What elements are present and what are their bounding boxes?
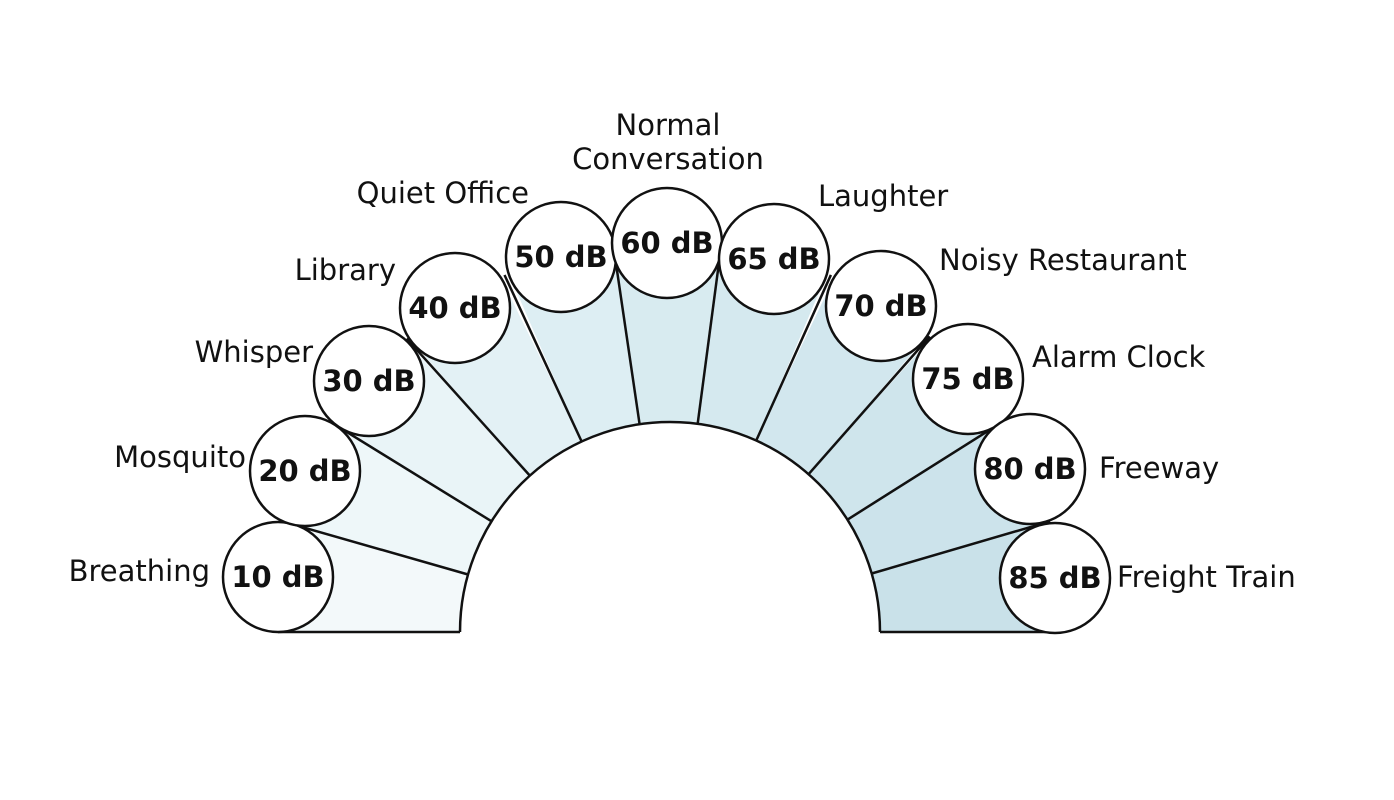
sound-label: Library	[295, 253, 396, 287]
center-half-disc	[460, 422, 880, 632]
sound-label-line: Laughter	[818, 179, 948, 213]
db-bubble-75db: 75 dB	[911, 322, 1025, 436]
sound-label: Alarm Clock	[1032, 340, 1206, 374]
bubble-circle	[998, 521, 1112, 635]
sound-label-line: Mosquito	[114, 440, 246, 474]
center-arc	[458, 420, 882, 633]
center-group	[0, 420, 1394, 800]
sound-label: Quiet Office	[357, 176, 529, 210]
sound-label-line: Library	[295, 253, 396, 287]
labels-group: Breathing Mosquito Whisper Library Quiet Off…	[69, 108, 1296, 594]
sound-label: Whisper	[195, 335, 313, 369]
bubble-circle	[824, 249, 938, 363]
sound-label: Freight Train	[1117, 560, 1296, 594]
db-bubble-20db: 20 dB	[248, 414, 362, 528]
bubble-circle	[398, 251, 512, 365]
db-bubble-10db: 10 dB	[221, 520, 335, 634]
sound-label-line: Freight Train	[1117, 560, 1296, 594]
sound-label-line: Alarm Clock	[1032, 340, 1206, 374]
db-bubble-60db: 60 dB	[610, 186, 724, 300]
sound-label-line: Conversation	[572, 142, 764, 176]
db-value: 50 dB	[514, 240, 607, 274]
sound-label: Noisy Restaurant	[939, 243, 1187, 277]
divider-line	[405, 337, 531, 477]
sound-label-line: Whisper	[195, 335, 313, 369]
divider-line	[846, 418, 1007, 521]
bubble-circle	[221, 520, 335, 634]
sound-label: Freeway	[1099, 451, 1219, 485]
db-value: 85 dB	[1008, 561, 1101, 595]
bubble-circle	[717, 202, 831, 316]
db-value: 80 dB	[983, 452, 1076, 486]
sound-label-line: Noisy Restaurant	[939, 243, 1187, 277]
divider-line	[611, 242, 641, 425]
db-value: 65 dB	[727, 242, 820, 276]
db-bubble-50db: 50 dB	[504, 200, 618, 314]
sound-label-line: Freeway	[1099, 451, 1219, 485]
bubble-circle	[973, 412, 1087, 526]
sound-label-line: Normal	[616, 108, 721, 142]
sound-label-line: Breathing	[69, 554, 210, 588]
db-value: 10 dB	[231, 560, 324, 594]
bubble-circle	[312, 324, 426, 438]
divider-line	[696, 243, 723, 424]
db-bubble-70db: 70 dB	[824, 249, 938, 363]
db-bubble-85db: 85 dB	[998, 521, 1112, 635]
bottom-cover	[0, 633, 1394, 800]
divider-line	[871, 520, 1051, 575]
divider-line	[283, 520, 469, 576]
db-value: 60 dB	[620, 226, 713, 260]
db-value: 40 dB	[408, 291, 501, 325]
db-bubble-30db: 30 dB	[312, 324, 426, 438]
sound-label-line: Quiet Office	[357, 176, 529, 210]
sound-label: Breathing	[69, 554, 210, 588]
db-value: 30 dB	[322, 364, 415, 398]
divider-line	[755, 274, 833, 442]
divider-line	[807, 335, 931, 476]
db-bubble-80db: 80 dB	[973, 412, 1087, 526]
divider-line	[503, 274, 583, 443]
db-value: 75 dB	[921, 362, 1014, 396]
db-value: 20 dB	[258, 454, 351, 488]
divider-line	[329, 420, 493, 523]
db-bubble-65db: 65 dB	[717, 202, 831, 316]
db-value: 70 dB	[834, 289, 927, 323]
bubble-circle	[248, 414, 362, 528]
bubbles-group: 10 dB 20 dB 30 dB 40 dB 50 dB 60 dB 65 dB 70 dB…	[221, 186, 1112, 635]
sound-label: Laughter	[818, 179, 948, 213]
db-bubble-40db: 40 dB	[398, 251, 512, 365]
bubble-circle	[911, 322, 1025, 436]
sound-label: Mosquito	[114, 440, 246, 474]
